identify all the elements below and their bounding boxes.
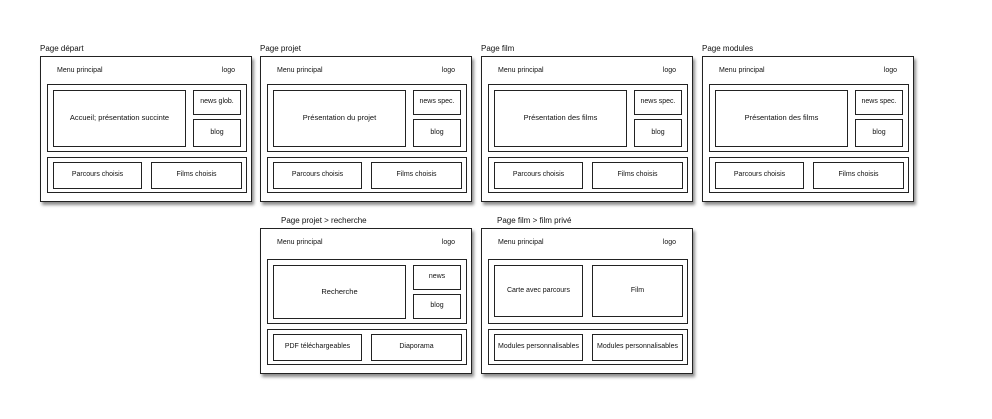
page-frame: Menu principal logo Accueil; présentatio… <box>40 56 252 202</box>
page-frame: Menu principal logo Présentation des fil… <box>481 56 693 202</box>
bottom-left-box: Parcours choisis <box>494 162 583 189</box>
bottom-left-box: Parcours choisis <box>53 162 142 189</box>
logo-label: logo <box>883 67 897 74</box>
bottom-right-box: Films choisis <box>151 162 242 189</box>
bottom-left-box: Parcours choisis <box>273 162 362 189</box>
wireframe-page-film: Page film Menu principal logo Présentati… <box>481 44 693 202</box>
page-frame: Menu principal logo Recherche news blog … <box>260 228 472 374</box>
news-box: news spec. <box>634 90 682 115</box>
menu-principal-label: Menu principal <box>277 239 323 246</box>
main-content-box: Recherche <box>273 265 406 319</box>
content-panel: Présentation du projet news spec. blog <box>267 84 467 152</box>
wireframe-title: Page modules <box>702 44 754 53</box>
wireframe-title: Page projet > recherche <box>281 216 367 225</box>
wireframe-page-modules: Page modules Menu principal logo Présent… <box>702 44 914 202</box>
footer-panel: Parcours choisis Films choisis <box>47 157 247 193</box>
content-panel: Présentation des films news spec. blog <box>488 84 688 152</box>
page-frame: Menu principal logo Présentation des fil… <box>702 56 914 202</box>
content-panel: Présentation des films news spec. blog <box>709 84 909 152</box>
logo-label: logo <box>221 67 235 74</box>
menu-principal-label: Menu principal <box>719 67 765 74</box>
blog-box: blog <box>634 119 682 147</box>
content-panel: Recherche news blog <box>267 259 467 324</box>
footer-panel: Parcours choisis Films choisis <box>709 157 909 193</box>
bottom-left-box: PDF téléchargeables <box>273 334 362 361</box>
menu-principal-label: Menu principal <box>57 67 103 74</box>
wireframe-title: Page film > film privé <box>497 216 572 225</box>
menu-principal-label: Menu principal <box>498 67 544 74</box>
footer-panel: Modules personnalisables Modules personn… <box>488 329 688 365</box>
wireframe-title: Page film <box>481 44 515 53</box>
blog-box: blog <box>855 119 903 147</box>
wireframe-title: Page départ <box>40 44 84 53</box>
news-box: news spec. <box>413 90 461 115</box>
content-panel: Accueil; présentation succinte news glob… <box>47 84 247 152</box>
main-content-box: Présentation du projet <box>273 90 406 147</box>
news-box: news spec. <box>855 90 903 115</box>
wireframe-page-film-prive: Page film > film privé Menu principal lo… <box>481 216 693 374</box>
wireframe-page-depart: Page départ Menu principal logo Accueil;… <box>40 44 252 202</box>
bottom-left-box: Parcours choisis <box>715 162 804 189</box>
footer-panel: PDF téléchargeables Diaporama <box>267 329 467 365</box>
footer-panel: Parcours choisis Films choisis <box>488 157 688 193</box>
blog-box: blog <box>413 294 461 319</box>
map-with-routes-box: Carte avec parcours <box>494 265 583 317</box>
bottom-right-box: Films choisis <box>371 162 462 189</box>
logo-label: logo <box>441 239 455 246</box>
news-box: news glob. <box>193 90 241 115</box>
footer-panel: Parcours choisis Films choisis <box>267 157 467 193</box>
bottom-right-box: Films choisis <box>813 162 904 189</box>
wireframe-page-projet: Page projet Menu principal logo Présenta… <box>260 44 472 202</box>
main-content-box: Présentation des films <box>715 90 848 147</box>
menu-principal-label: Menu principal <box>498 239 544 246</box>
wireframe-page-projet-recherche: Page projet > recherche Menu principal l… <box>260 216 472 374</box>
bottom-right-box: Modules personnalisables <box>592 334 683 361</box>
blog-box: blog <box>193 119 241 147</box>
bottom-right-box: Diaporama <box>371 334 462 361</box>
logo-label: logo <box>662 67 676 74</box>
main-content-box: Accueil; présentation succinte <box>53 90 186 147</box>
main-content-box: Présentation des films <box>494 90 627 147</box>
wireframe-title: Page projet <box>260 44 301 53</box>
film-box: Film <box>592 265 683 317</box>
page-frame: Menu principal logo Présentation du proj… <box>260 56 472 202</box>
page-frame: Menu principal logo Carte avec parcours … <box>481 228 693 374</box>
content-panel: Carte avec parcours Film <box>488 259 688 324</box>
logo-label: logo <box>441 67 455 74</box>
logo-label: logo <box>662 239 676 246</box>
news-box: news <box>413 265 461 290</box>
bottom-right-box: Films choisis <box>592 162 683 189</box>
blog-box: blog <box>413 119 461 147</box>
menu-principal-label: Menu principal <box>277 67 323 74</box>
bottom-left-box: Modules personnalisables <box>494 334 583 361</box>
